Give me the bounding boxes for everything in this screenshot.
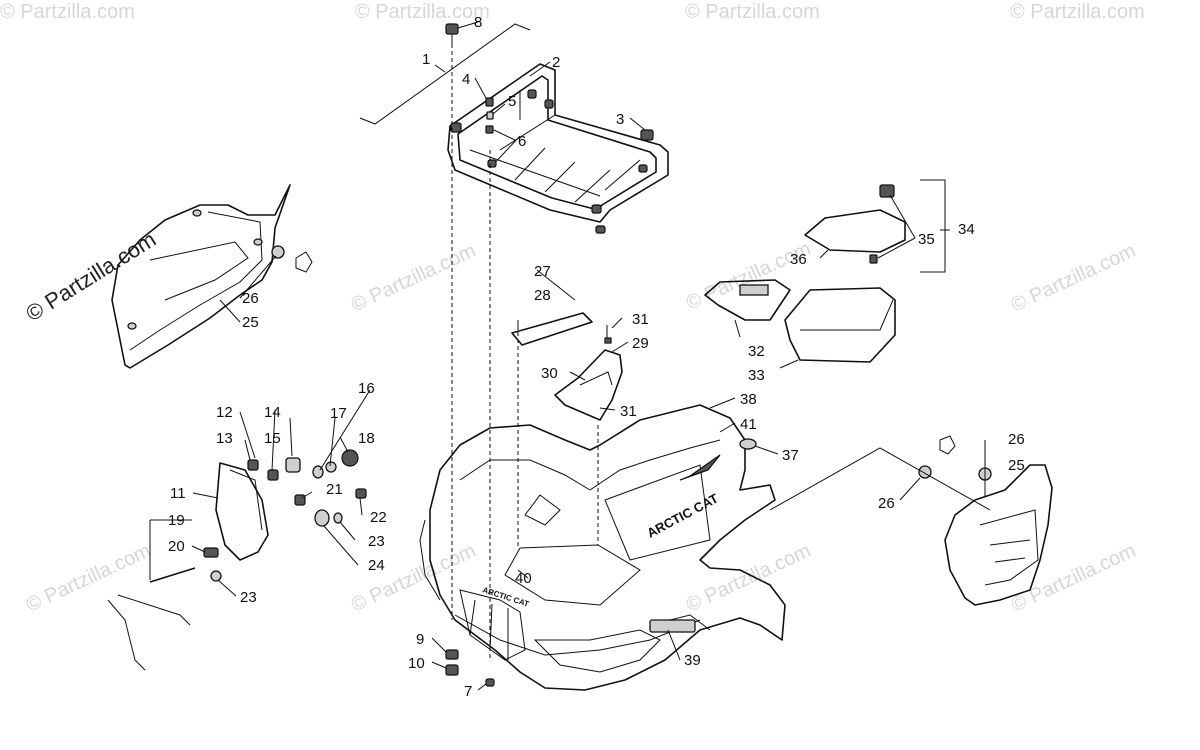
callout-25: 25	[242, 314, 259, 331]
callout-14: 14	[264, 404, 281, 421]
latch-35	[879, 184, 895, 198]
washer-7	[485, 678, 495, 687]
watermark: © Partzilla.com	[348, 540, 479, 617]
callout-35: 35	[918, 231, 935, 248]
callout-38: 38	[740, 391, 757, 408]
watermark: © Partzilla.com	[0, 1, 135, 23]
rack-assembly-bracket	[359, 23, 531, 125]
callout-5: 5	[508, 93, 516, 110]
spring-20	[203, 547, 219, 558]
callout-31: 31	[620, 403, 637, 420]
bolt-4	[485, 97, 494, 107]
callout-36: 36	[790, 251, 807, 268]
callout-23: 23	[240, 589, 257, 606]
callout-18: 18	[358, 430, 375, 447]
callout-4: 4	[462, 71, 470, 88]
callout-33: 33	[748, 367, 765, 384]
washer-17	[325, 461, 337, 473]
callout-24: 24	[368, 557, 385, 574]
callout-30: 30	[541, 365, 558, 382]
callout-11: 11	[170, 485, 186, 502]
callout-41: 41	[740, 416, 757, 433]
callout-26: 26	[1008, 431, 1025, 448]
bolt-13	[247, 459, 259, 471]
liner-32	[704, 279, 791, 321]
callout-23: 23	[368, 533, 385, 550]
watermark: © Partzilla.com	[23, 540, 154, 617]
callout-17: 17	[330, 405, 347, 422]
callout-21: 21	[326, 481, 343, 498]
storage-box	[704, 184, 906, 363]
callout-19: 19	[168, 512, 185, 529]
adjuster-19	[149, 567, 196, 583]
callout-3: 3	[616, 111, 624, 128]
leader-lines	[149, 21, 991, 691]
bolt-22	[355, 488, 367, 499]
callout-37: 37	[782, 447, 799, 464]
watermark: © Partzilla.com	[355, 1, 490, 23]
logo-mark	[679, 454, 721, 481]
washer-23-b	[210, 570, 222, 582]
front-rack	[447, 63, 669, 234]
callout-8: 8	[474, 14, 482, 31]
retainer-25	[295, 251, 313, 273]
callout-10: 10	[408, 655, 425, 672]
watermark: © Partzilla.com	[1010, 1, 1145, 23]
callout-15: 15	[264, 430, 281, 447]
washer-9	[445, 649, 459, 660]
watermark: © Partzilla.com	[683, 238, 814, 315]
callout-39: 39	[684, 652, 701, 669]
callout-12: 12	[216, 404, 233, 421]
plate-27	[511, 312, 593, 346]
nut-10	[445, 664, 459, 676]
bulb-15	[285, 457, 301, 473]
rivet-37	[739, 438, 757, 450]
rack-hardware	[445, 23, 654, 141]
callout-26: 26	[878, 495, 895, 512]
cap-18	[341, 449, 359, 467]
washer-5	[486, 111, 494, 120]
callout-27: 27	[534, 263, 551, 280]
callout-25: 25	[1008, 457, 1025, 474]
nut-3	[640, 129, 654, 141]
callout-6: 6	[518, 133, 526, 150]
callout-7: 7	[464, 683, 472, 700]
grommet-26	[271, 245, 285, 259]
dash-panel	[511, 312, 623, 421]
front-fender: ARCTIC CAT ARCTIC CAT	[419, 404, 786, 691]
callout-29: 29	[632, 335, 649, 352]
cover-30	[554, 349, 623, 421]
latch-32	[739, 284, 769, 296]
bolt-8-head	[445, 23, 459, 35]
watermark: © Partzilla.com	[1008, 540, 1139, 617]
callout-numbers: 1 2 3 4 5 6 7 8 9 10 11 12 13 14 15 16 1…	[168, 14, 1025, 700]
callout-34: 34	[958, 221, 975, 238]
plug-35	[869, 254, 878, 264]
callout-20: 20	[168, 538, 185, 555]
callout-26: 26	[242, 290, 259, 307]
watermark: © Partzilla.com	[683, 540, 814, 617]
callout-22: 22	[370, 509, 387, 526]
callout-2: 2	[552, 54, 560, 71]
nut-21	[294, 494, 306, 506]
left-side-panel	[111, 184, 313, 369]
nut-6	[485, 125, 494, 134]
callout-1: 1	[422, 51, 430, 68]
callout-28: 28	[534, 287, 551, 304]
decal-39	[649, 619, 696, 633]
callout-16: 16	[358, 380, 375, 397]
lid-35	[804, 209, 906, 253]
grommet-24	[314, 509, 330, 527]
watermark: © Partzilla.com	[348, 240, 479, 317]
washer-23	[333, 512, 343, 524]
callout-31: 31	[632, 311, 649, 328]
callout-13: 13	[216, 430, 233, 447]
nut-14	[267, 469, 279, 481]
watermark: © Partzilla.com	[1008, 240, 1139, 317]
watermark: © Partzilla.com	[685, 1, 820, 23]
callout-40: 40	[515, 570, 532, 587]
callout-9: 9	[416, 631, 424, 648]
callout-32: 32	[748, 343, 765, 360]
